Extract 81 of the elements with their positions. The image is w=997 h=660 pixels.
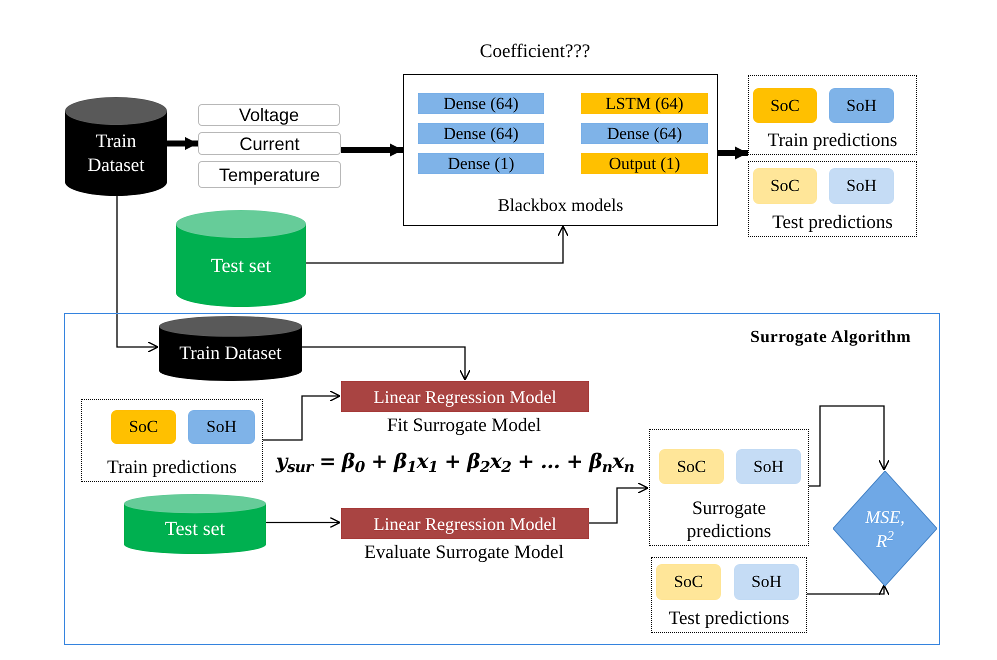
layer-bar bbox=[581, 123, 708, 144]
layer-bar bbox=[418, 123, 544, 144]
input-feature-box bbox=[198, 132, 341, 155]
database-cylinder bbox=[124, 494, 266, 554]
node-label: Blackbox models bbox=[496, 194, 624, 217]
node-label: SoH bbox=[205, 416, 238, 438]
layer-bar bbox=[581, 93, 708, 114]
predictions-group bbox=[748, 75, 917, 155]
output-tag bbox=[188, 410, 255, 444]
node-label: SoH bbox=[750, 571, 783, 594]
node-label: Train Dataset bbox=[178, 342, 283, 366]
layer-bar bbox=[418, 93, 544, 114]
arrow bbox=[116, 196, 159, 353]
arrow bbox=[806, 584, 890, 596]
arrow bbox=[718, 146, 748, 160]
arrow bbox=[808, 405, 890, 487]
node-caption: Evaluate Surrogate Model bbox=[363, 541, 565, 565]
node-label: Test predictions bbox=[771, 211, 894, 234]
node-label: Output (1) bbox=[608, 153, 682, 174]
node-label: SoC bbox=[676, 456, 708, 478]
node-caption: Fit Surrogate Model bbox=[386, 414, 542, 438]
node-label: Dense (64) bbox=[442, 123, 520, 144]
input-feature-box bbox=[198, 161, 341, 188]
arrow bbox=[301, 346, 471, 381]
database-cylinder bbox=[159, 316, 302, 381]
node-label: Dense (1) bbox=[446, 153, 516, 174]
algorithm-panel bbox=[64, 313, 940, 645]
output-tag bbox=[656, 564, 721, 600]
node-label: Temperature bbox=[218, 164, 322, 187]
node-label: Surrogate Algorithm bbox=[750, 326, 911, 348]
predictions-group bbox=[748, 161, 917, 237]
output-tag bbox=[753, 88, 817, 123]
node-label: SoH bbox=[752, 456, 785, 478]
layer-bar bbox=[418, 153, 544, 174]
question-label: Coefficient??? bbox=[478, 40, 592, 64]
arrow bbox=[588, 482, 649, 524]
output-tag bbox=[829, 88, 894, 123]
output-tag bbox=[736, 449, 801, 484]
node-label: Linear Regression Model bbox=[372, 386, 558, 409]
model-box bbox=[403, 74, 718, 226]
node-label: MSE, R$^{2}$ bbox=[864, 506, 906, 552]
node-label: SoC bbox=[769, 175, 801, 198]
output-tag bbox=[734, 564, 799, 600]
node-label: Train predictions bbox=[766, 129, 898, 152]
node-label: Train predictions bbox=[106, 456, 238, 479]
node-label: Surrogate predictions bbox=[686, 497, 772, 543]
model-bar bbox=[341, 508, 589, 539]
arrow bbox=[265, 516, 341, 528]
node-label: Dense (64) bbox=[606, 123, 684, 144]
node-label: SoC bbox=[769, 94, 801, 117]
output-tag bbox=[829, 168, 894, 204]
metric-diamond bbox=[833, 471, 937, 586]
arrow bbox=[262, 390, 341, 441]
arrow bbox=[167, 137, 198, 150]
output-tag bbox=[753, 168, 817, 204]
node-label: Dense (64) bbox=[442, 93, 520, 114]
arrow bbox=[306, 225, 569, 264]
node-label: Test predictions bbox=[668, 607, 790, 630]
node-label: LSTM (64) bbox=[604, 93, 684, 114]
input-feature-box bbox=[198, 104, 340, 126]
node-label: Linear Regression Model bbox=[372, 512, 558, 536]
database-cylinder bbox=[65, 97, 167, 196]
predictions-group bbox=[649, 429, 809, 546]
node-label: Train Dataset bbox=[86, 130, 146, 178]
database-cylinder bbox=[176, 210, 306, 307]
node-label: SoC bbox=[672, 571, 704, 594]
regression-equation: y$_{sur}$ = β$_{0}$ + β$_{1}$x$_{1}$ + β$_{2}$x$_{2}$ + … + β$_{n}$x$_{n}$ bbox=[274, 448, 636, 476]
node-label: SoH bbox=[845, 94, 878, 117]
node-label: Current bbox=[238, 133, 301, 154]
node-label: SoC bbox=[128, 416, 160, 438]
model-bar bbox=[341, 381, 589, 412]
node-label: Voltage bbox=[238, 105, 300, 125]
predictions-group bbox=[651, 557, 807, 633]
output-tag bbox=[111, 410, 176, 444]
node-label: SoH bbox=[845, 175, 878, 198]
layer-bar bbox=[581, 153, 708, 174]
predictions-group bbox=[81, 399, 263, 482]
node-label: Test set bbox=[164, 516, 226, 542]
output-tag bbox=[659, 449, 724, 484]
node-label: Test set bbox=[210, 254, 272, 280]
arrow bbox=[341, 144, 403, 156]
